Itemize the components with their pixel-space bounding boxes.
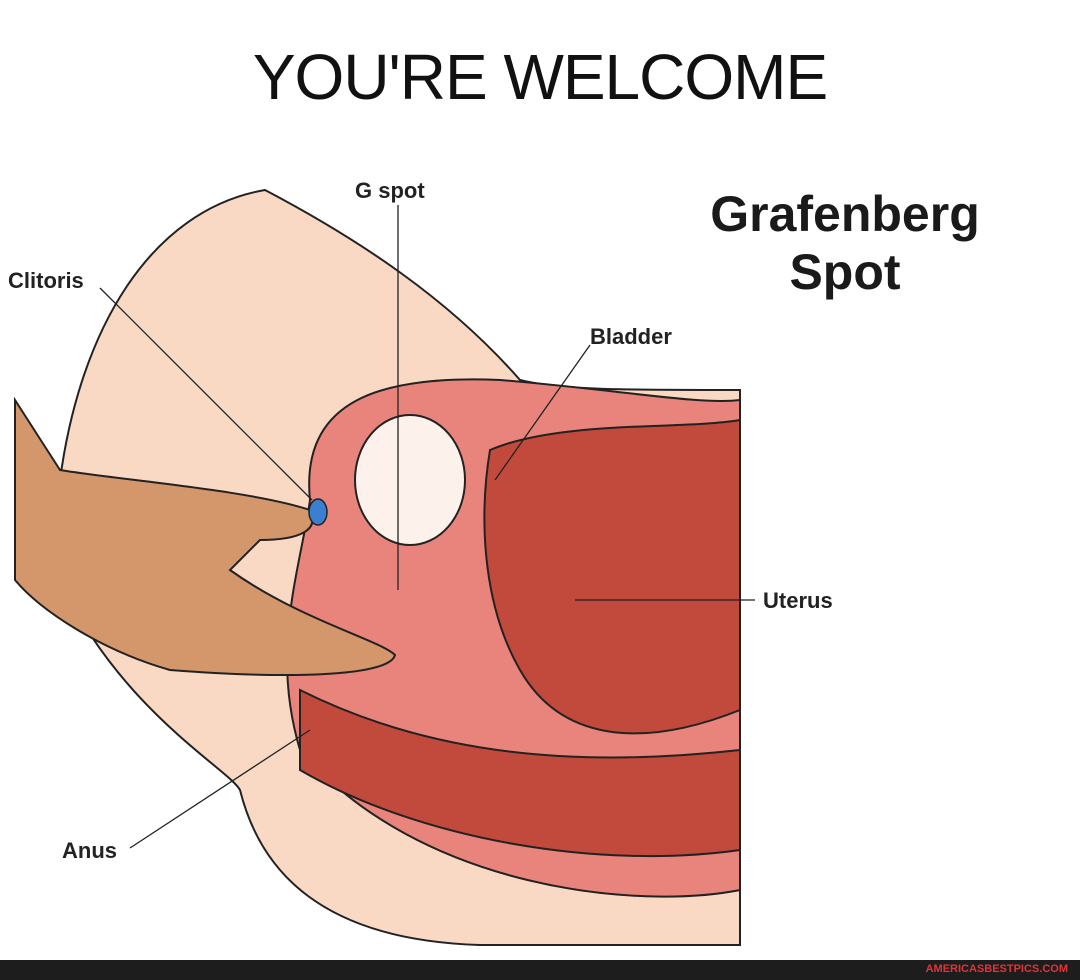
hand bbox=[14, 396, 397, 676]
title-line-1: Grafenberg bbox=[710, 186, 980, 242]
label-g-spot: G spot bbox=[355, 178, 425, 203]
leader-clitoris bbox=[99, 287, 313, 501]
g-spot-marker bbox=[308, 498, 328, 526]
bladder-shape bbox=[354, 414, 466, 546]
anatomy-diagram bbox=[14, 188, 755, 946]
diagram-title: Grafenberg Spot bbox=[650, 185, 1040, 301]
label-clitoris: Clitoris bbox=[8, 268, 84, 293]
uterus-shape bbox=[483, 418, 741, 735]
title-line-2: Spot bbox=[789, 244, 901, 300]
label-uterus: Uterus bbox=[763, 588, 833, 613]
rectum-shape bbox=[299, 688, 741, 858]
leader-bladder bbox=[494, 344, 591, 481]
label-anus: Anus bbox=[62, 838, 117, 863]
meme-caption: YOU'RE WELCOME bbox=[252, 41, 828, 113]
label-bladder: Bladder bbox=[590, 324, 672, 349]
footer-bar: AMERICASBESTPICS.COM bbox=[0, 960, 1080, 980]
watermark: AMERICASBESTPICS.COM bbox=[925, 963, 1068, 975]
leader-anus bbox=[129, 729, 311, 849]
